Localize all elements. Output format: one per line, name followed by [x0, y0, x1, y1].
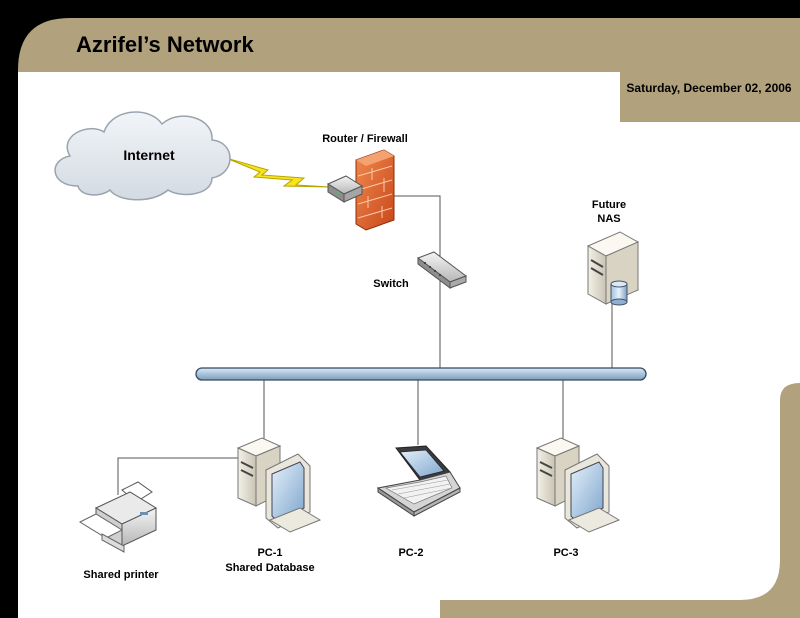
network-bus [195, 367, 647, 381]
desktop-pc-icon [236, 437, 322, 533]
laptop-icon [376, 445, 461, 517]
server-nas-icon [586, 231, 640, 306]
slide-title: Azrifel’s Network [76, 32, 254, 57]
router-firewall-node: Router / Firewall [322, 133, 408, 231]
pc1-node: PC-1 Shared Database [225, 437, 322, 574]
internet-node: Internet [54, 111, 231, 201]
printer-to-pc1-line [117, 457, 240, 495]
pc2-label: PC-2 [398, 547, 423, 559]
switch-icon [416, 251, 468, 289]
printer-icon [78, 481, 158, 553]
pc3-label: PC-3 [553, 547, 578, 559]
nas-label-line1: Future [592, 199, 626, 211]
router-to-bus-line [390, 195, 441, 370]
pc2-node: PC-2 [376, 445, 461, 559]
router-label: Router / Firewall [322, 133, 408, 145]
slide-date: Saturday, December 02, 2006 [626, 81, 792, 95]
connections [117, 195, 613, 495]
switch-node: Switch [373, 251, 468, 290]
firewall-router-icon [326, 149, 395, 231]
pc1-label-line1: PC-1 [257, 547, 282, 559]
desktop-pc-icon [535, 437, 621, 533]
nas-node: Future NAS [586, 199, 640, 306]
cloud-icon [54, 111, 231, 201]
printer-label: Shared printer [83, 569, 159, 581]
printer-node: Shared printer [78, 481, 159, 581]
internet-label: Internet [123, 147, 175, 163]
pc1-label-line2: Shared Database [225, 562, 314, 574]
nas-label-line2: NAS [597, 213, 620, 225]
switch-label: Switch [373, 278, 409, 290]
pc3-node: PC-3 [535, 437, 621, 559]
